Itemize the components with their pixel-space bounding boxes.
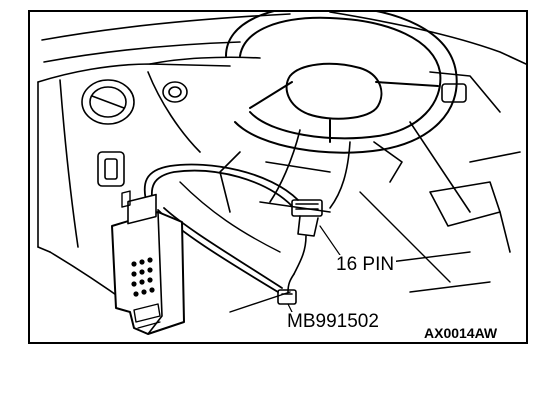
- figure-code-label: AX0014AW: [423, 325, 499, 341]
- diagram-frame: 16 PIN MB991502 AX0014AW: [28, 10, 528, 344]
- adapter-plug: [277, 273, 297, 305]
- windshield-edge: [41, 12, 526, 65]
- center-console: [219, 71, 521, 253]
- handheld-tester: [111, 190, 185, 335]
- tester-keypad: [131, 257, 155, 297]
- steering-wheel: [225, 12, 458, 154]
- panel-switch: [97, 151, 125, 187]
- instrument-hood: [147, 56, 261, 153]
- diagnostic-connector: [291, 199, 323, 275]
- dashboard-illustration: [37, 12, 526, 335]
- steering-column: [259, 129, 403, 213]
- connector-pin-label: 16 PIN: [334, 254, 397, 275]
- tool-part-number-label: MB991502: [285, 311, 381, 332]
- left-air-vent: [81, 79, 135, 125]
- lower-dash: [179, 181, 491, 313]
